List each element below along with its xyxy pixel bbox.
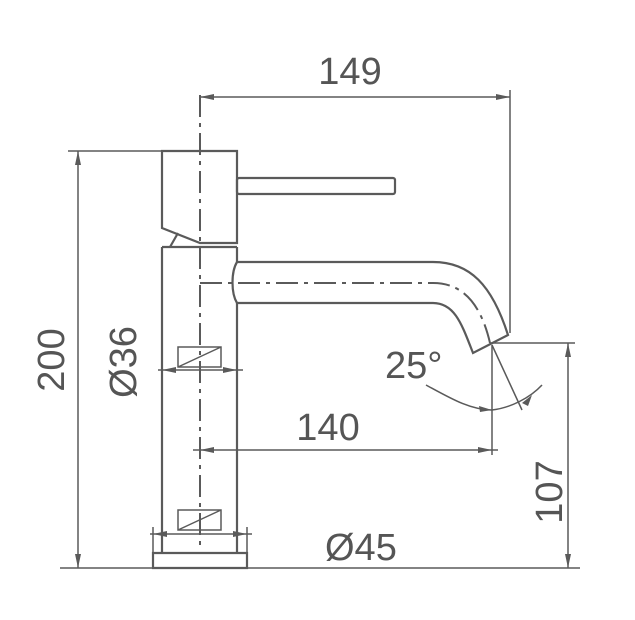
overall-reach-label: 149 [318, 51, 381, 93]
spout-reach-label: 140 [296, 407, 359, 449]
dimension-107: 107 [490, 342, 575, 568]
base [151, 551, 249, 570]
dimension-200: 200 [31, 150, 162, 568]
handle-joint [169, 232, 179, 248]
dimension-25deg: 25° [385, 344, 543, 412]
base-diameter-label: Ø45 [325, 527, 397, 569]
body-diameter-label: Ø36 [103, 326, 145, 398]
overall-height-label: 200 [31, 328, 73, 391]
spout-centerline [200, 282, 491, 344]
lever [235, 176, 397, 196]
dimension-d45: Ø45 [150, 509, 397, 569]
spout-height-label: 107 [529, 460, 571, 523]
centerlines [199, 95, 491, 545]
dimension-140: 140 [193, 345, 498, 455]
dimension-149: 149 [200, 51, 511, 333]
body [160, 245, 239, 553]
dimension-d36: Ø36 [103, 326, 243, 398]
spout-joint [231, 261, 238, 304]
faucet-outline [151, 149, 510, 570]
spout [237, 260, 510, 355]
spout-angle-label: 25° [385, 345, 442, 387]
handle-body [160, 149, 239, 245]
